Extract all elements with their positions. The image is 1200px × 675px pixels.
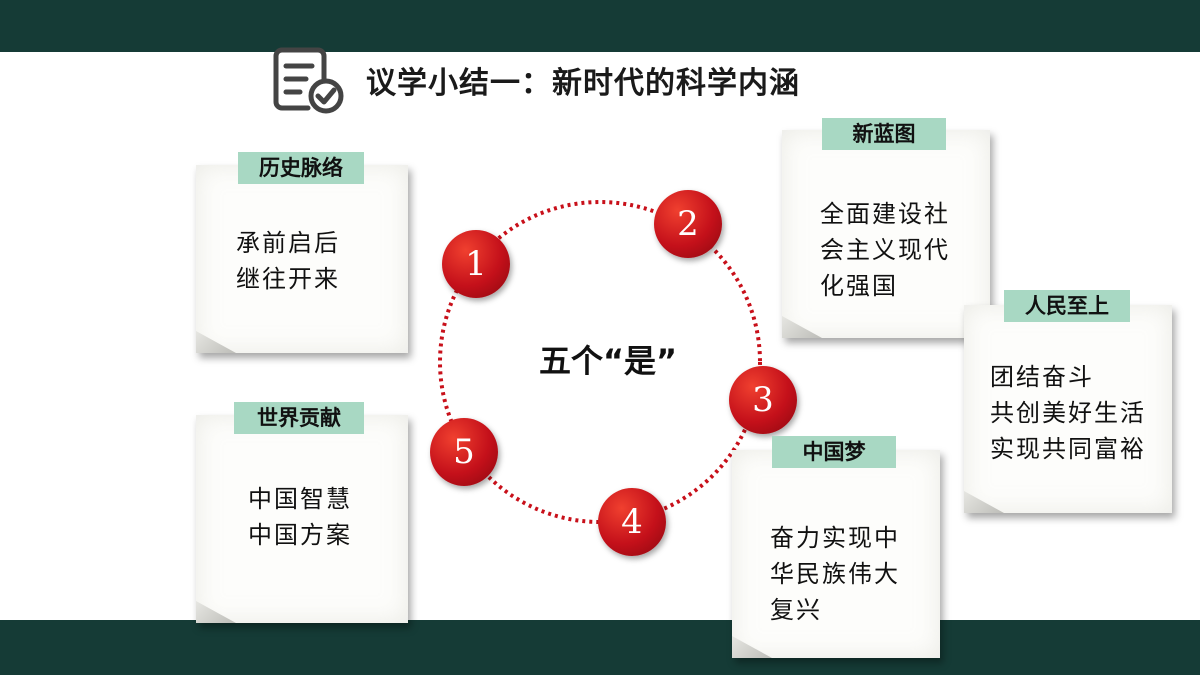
checklist-document-icon	[273, 47, 344, 114]
note-world-text: 中国智慧 中国方案	[248, 481, 352, 553]
page-curl	[196, 601, 236, 623]
page-curl	[782, 316, 822, 338]
number-ball-5: 5	[430, 418, 498, 486]
center-label: 五个“是”	[538, 342, 678, 380]
note-world: 中国智慧 中国方案	[196, 415, 408, 623]
note-history: 承前启后 继往开来	[196, 165, 408, 353]
number-ball-2: 2	[654, 190, 722, 258]
note-history-text: 承前启后 继往开来	[236, 225, 340, 297]
note-line: 中国智慧	[248, 485, 352, 513]
note-line: 复兴	[770, 596, 822, 624]
note-people: 团结奋斗 共创美好生活 实现共同富裕	[964, 305, 1172, 513]
note-line: 承前启后	[236, 229, 340, 257]
page-curl	[196, 331, 236, 353]
note-dream-text: 奋力实现中 华民族伟大 复兴	[770, 520, 900, 628]
page-curl	[732, 636, 772, 658]
tag-blueprint: 新蓝图	[822, 118, 946, 150]
page-curl	[964, 491, 1004, 513]
tag-history: 历史脉络	[238, 152, 364, 184]
note-line: 华民族伟大	[770, 560, 900, 588]
note-dream: 奋力实现中 华民族伟大 复兴	[732, 450, 940, 658]
note-line: 会主义现代	[820, 236, 950, 264]
note-line: 共创美好生活	[990, 399, 1146, 427]
tag-people: 人民至上	[1004, 290, 1130, 322]
top-band	[0, 0, 1200, 52]
number-ball-1: 1	[442, 230, 510, 298]
note-line: 实现共同富裕	[990, 435, 1146, 463]
note-line: 奋力实现中	[770, 524, 900, 552]
tag-dream: 中国梦	[772, 436, 896, 468]
tag-world: 世界贡献	[234, 402, 364, 434]
number-ball-3: 3	[729, 366, 797, 434]
note-line: 中国方案	[248, 521, 352, 549]
note-line: 化强国	[820, 272, 898, 300]
note-people-text: 团结奋斗 共创美好生活 实现共同富裕	[990, 359, 1146, 467]
note-line: 全面建设社	[820, 200, 950, 228]
number-ball-4: 4	[598, 488, 666, 556]
page-title: 议学小结一：新时代的科学内涵	[366, 66, 800, 101]
bottom-band	[0, 620, 1200, 675]
note-blueprint: 全面建设社 会主义现代 化强国	[782, 130, 990, 338]
note-line: 团结奋斗	[990, 363, 1094, 391]
note-blueprint-text: 全面建设社 会主义现代 化强国	[820, 196, 950, 304]
note-line: 继往开来	[236, 265, 340, 293]
